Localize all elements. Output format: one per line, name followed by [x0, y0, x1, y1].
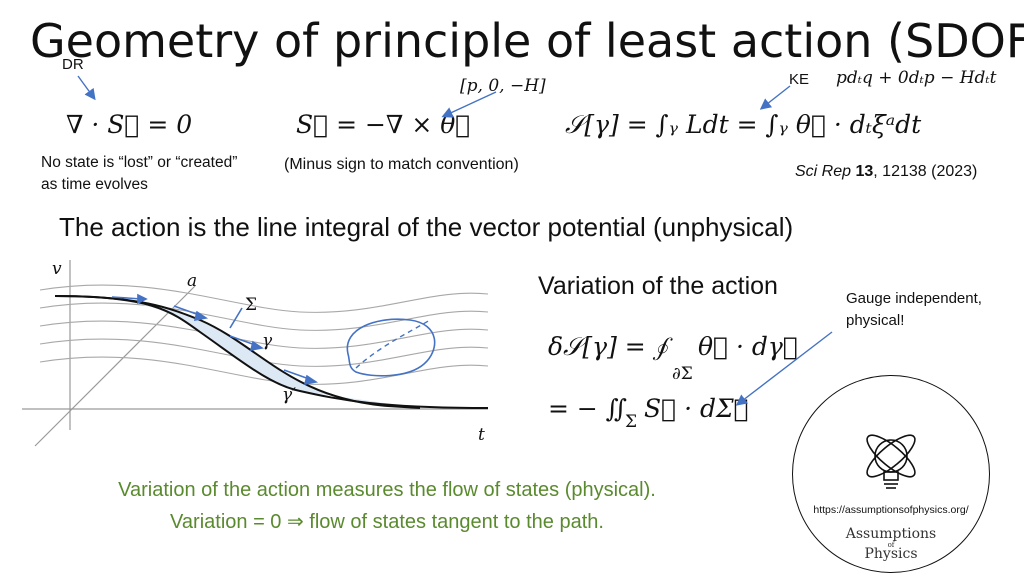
ke-label: KE: [789, 71, 810, 88]
ke-arrow: [759, 85, 791, 110]
conclusion-line-2: Variation = 0 ⇒ flow of states tangent t…: [170, 511, 604, 533]
variation-equation-2-subscript: Σ: [625, 412, 638, 432]
curl-equation: S⃗ = −∇ × θ⃗: [296, 110, 471, 139]
minus-sign-note: (Minus sign to match convention): [284, 156, 519, 173]
flow-arrows: [111, 293, 319, 386]
citation-rest: , 12138 (2023): [873, 163, 978, 180]
logo-word-physics: Physics: [864, 546, 918, 562]
logo-word-of: of: [887, 541, 895, 549]
gamma-prime-label: γ′: [282, 385, 296, 405]
gauge-note: Gauge independent, physical!: [846, 290, 982, 329]
divergence-equation: ∇ · S⃗ = 0: [66, 110, 193, 139]
citation: Sci Rep 13, 12138 (2023): [795, 163, 977, 181]
slide-title: Geometry of principle of least action (S…: [30, 14, 1024, 68]
closed-loop: [346, 318, 436, 377]
phase-space-diagram: v t a Σ γ γ′: [22, 259, 489, 447]
sigma-label: Σ: [245, 295, 257, 315]
gamma-label: γ: [262, 331, 273, 351]
dr-label: DR: [62, 56, 84, 73]
dr-arrow: [77, 75, 96, 101]
variation-equation-1: δ𝒮[γ] = ∮: [548, 332, 669, 361]
sigma-region: [55, 296, 420, 408]
variation-equation-2-rhs: S⃗ · dΣ⃗: [644, 394, 749, 423]
vector-potential-components: [p, 0, −H]: [460, 76, 546, 96]
axis-a-label: a: [187, 271, 197, 291]
citation-journal: Sci Rep: [795, 163, 852, 180]
citation-volume: 13: [855, 163, 874, 180]
conservation-note: No state is “lost” or “created” as time …: [41, 154, 238, 194]
action-subtitle: The action is the line integral of the v…: [59, 212, 794, 242]
variation-equation-1-rhs: θ⃗ · dγ⃗: [698, 332, 798, 361]
logo-word-assumptions: Assumptions: [845, 526, 937, 542]
flow-lines: [39, 284, 489, 385]
loop-dashed-curve: [355, 319, 431, 369]
logo-circle: https://assumptionsofphysics.org/ Assump…: [792, 375, 990, 573]
variation-heading: Variation of the action: [538, 272, 778, 300]
variation-equation-2: = − ∬: [548, 394, 628, 423]
lightbulb-atom-icon: [866, 434, 916, 489]
variation-equation-1-subscript: ∂Σ: [672, 364, 693, 384]
path-gamma: [54, 295, 489, 409]
conclusion-line-1: Variation of the action measures the flo…: [118, 479, 656, 501]
axis-v-label: v: [52, 259, 62, 279]
logo-url[interactable]: https://assumptionsofphysics.org/: [813, 504, 969, 516]
one-form-expression: pdₜq + 0dₜp − Hdₜt: [836, 68, 997, 88]
action-equation: 𝒮[γ] = ∫ᵧ Ldt = ∫ᵧ θ⃗ · dₜξᵃdt: [565, 110, 922, 139]
axis-t-label: t: [478, 425, 485, 445]
